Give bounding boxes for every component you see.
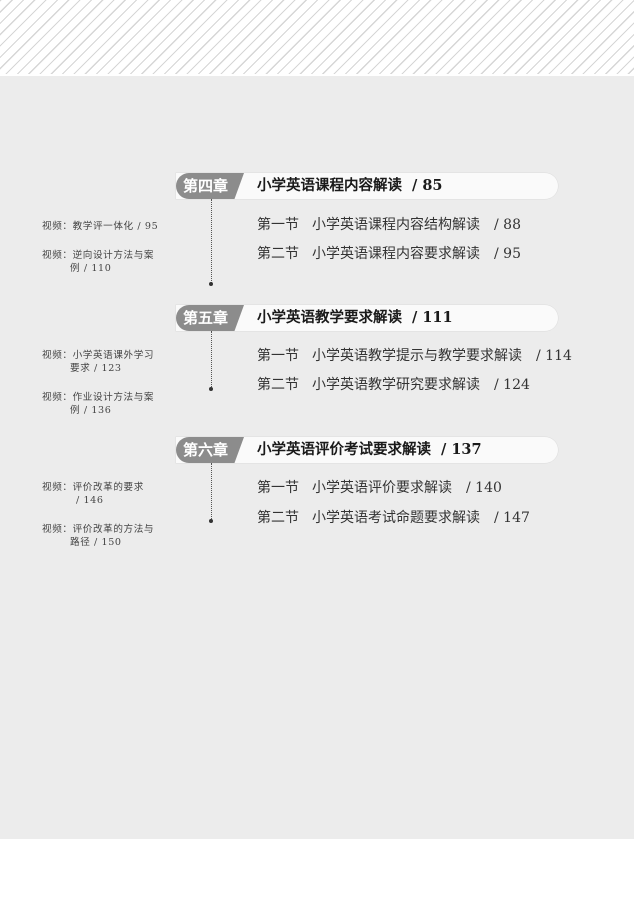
chapter-title-text: 小学英语课程内容解读 — [257, 177, 402, 194]
video-label-line1: 视频：教学评一体化 / 95 — [42, 221, 159, 232]
video-reference[interactable]: 视频：逆向设计方法与案 例 / 110 — [42, 249, 172, 275]
video-label-line1: 视频：评价改革的方法与 — [42, 524, 155, 535]
video-label-line2: / 146 — [76, 495, 104, 506]
chapter-title[interactable]: 小学英语评价考试要求解读 / 137 — [257, 437, 482, 463]
connector-end-dot — [209, 519, 213, 523]
top-decorative-hatch-band — [0, 0, 634, 74]
video-label-line1: 视频：逆向设计方法与案 — [42, 250, 155, 261]
section-title: 小学英语评价要求解读 — [312, 480, 452, 496]
video-label-line2: 要求 / 123 — [70, 363, 122, 374]
video-reference[interactable]: 视频：作业设计方法与案 例 / 136 — [42, 391, 172, 417]
dotted-connector — [211, 463, 212, 519]
section-page: / 88 — [494, 217, 521, 233]
section-title: 小学英语考试命题要求解读 — [312, 510, 480, 526]
chapter-page: / 85 — [412, 177, 443, 194]
chapter-title-text: 小学英语评价考试要求解读 — [257, 441, 431, 458]
dotted-connector — [211, 331, 212, 387]
chapter-number-tag: 第五章 — [176, 305, 244, 331]
section-number: 第二节 — [257, 377, 299, 393]
dotted-connector — [211, 199, 212, 283]
video-label-line1: 视频：作业设计方法与案 — [42, 392, 155, 403]
video-label-line1: 视频：评价改革的要求 — [42, 482, 144, 493]
video-label-line2: 路径 / 150 — [70, 537, 122, 548]
toc-entry[interactable]: 第一节小学英语教学提示与教学要求解读 / 114 — [257, 347, 572, 365]
section-title: 小学英语教学研究要求解读 — [312, 377, 480, 393]
section-number: 第一节 — [257, 348, 299, 364]
section-title: 小学英语教学提示与教学要求解读 — [312, 348, 522, 364]
connector-end-dot — [209, 282, 213, 286]
toc-entry[interactable]: 第二节小学英语课程内容要求解读 / 95 — [257, 245, 521, 263]
toc-entry[interactable]: 第一节小学英语评价要求解读 / 140 — [257, 479, 502, 497]
video-reference[interactable]: 视频：教学评一体化 / 95 — [42, 220, 172, 233]
connector-end-dot — [209, 387, 213, 391]
section-page: / 95 — [494, 246, 521, 262]
toc-entry[interactable]: 第二节小学英语教学研究要求解读 / 124 — [257, 376, 530, 394]
section-page: / 140 — [466, 480, 502, 496]
video-label-line2: 例 / 136 — [70, 405, 112, 416]
chapter-number-tag: 第六章 — [176, 437, 244, 463]
chapter-number-tag: 第四章 — [176, 173, 244, 199]
video-reference[interactable]: 视频：评价改革的要求 / 146 — [42, 481, 172, 507]
chapter-title-text: 小学英语教学要求解读 — [257, 309, 402, 326]
video-reference[interactable]: 视频：小学英语课外学习 要求 / 123 — [42, 349, 172, 375]
section-number: 第二节 — [257, 510, 299, 526]
section-page: / 114 — [536, 348, 572, 364]
bottom-margin — [0, 839, 634, 898]
video-reference[interactable]: 视频：评价改革的方法与 路径 / 150 — [42, 523, 172, 549]
chapter-page: / 111 — [412, 309, 453, 326]
section-title: 小学英语课程内容结构解读 — [312, 217, 480, 233]
video-label-line1: 视频：小学英语课外学习 — [42, 350, 155, 361]
toc-entry[interactable]: 第二节小学英语考试命题要求解读 / 147 — [257, 509, 530, 527]
section-number: 第一节 — [257, 480, 299, 496]
chapter-title[interactable]: 小学英语课程内容解读 / 85 — [257, 173, 443, 199]
toc-entry[interactable]: 第一节小学英语课程内容结构解读 / 88 — [257, 216, 521, 234]
video-label-line2: 例 / 110 — [70, 263, 112, 274]
section-number: 第二节 — [257, 246, 299, 262]
section-page: / 124 — [494, 377, 530, 393]
section-page: / 147 — [494, 510, 530, 526]
section-number: 第一节 — [257, 217, 299, 233]
chapter-page: / 137 — [441, 441, 482, 458]
chapter-title[interactable]: 小学英语教学要求解读 / 111 — [257, 305, 453, 331]
section-title: 小学英语课程内容要求解读 — [312, 246, 480, 262]
